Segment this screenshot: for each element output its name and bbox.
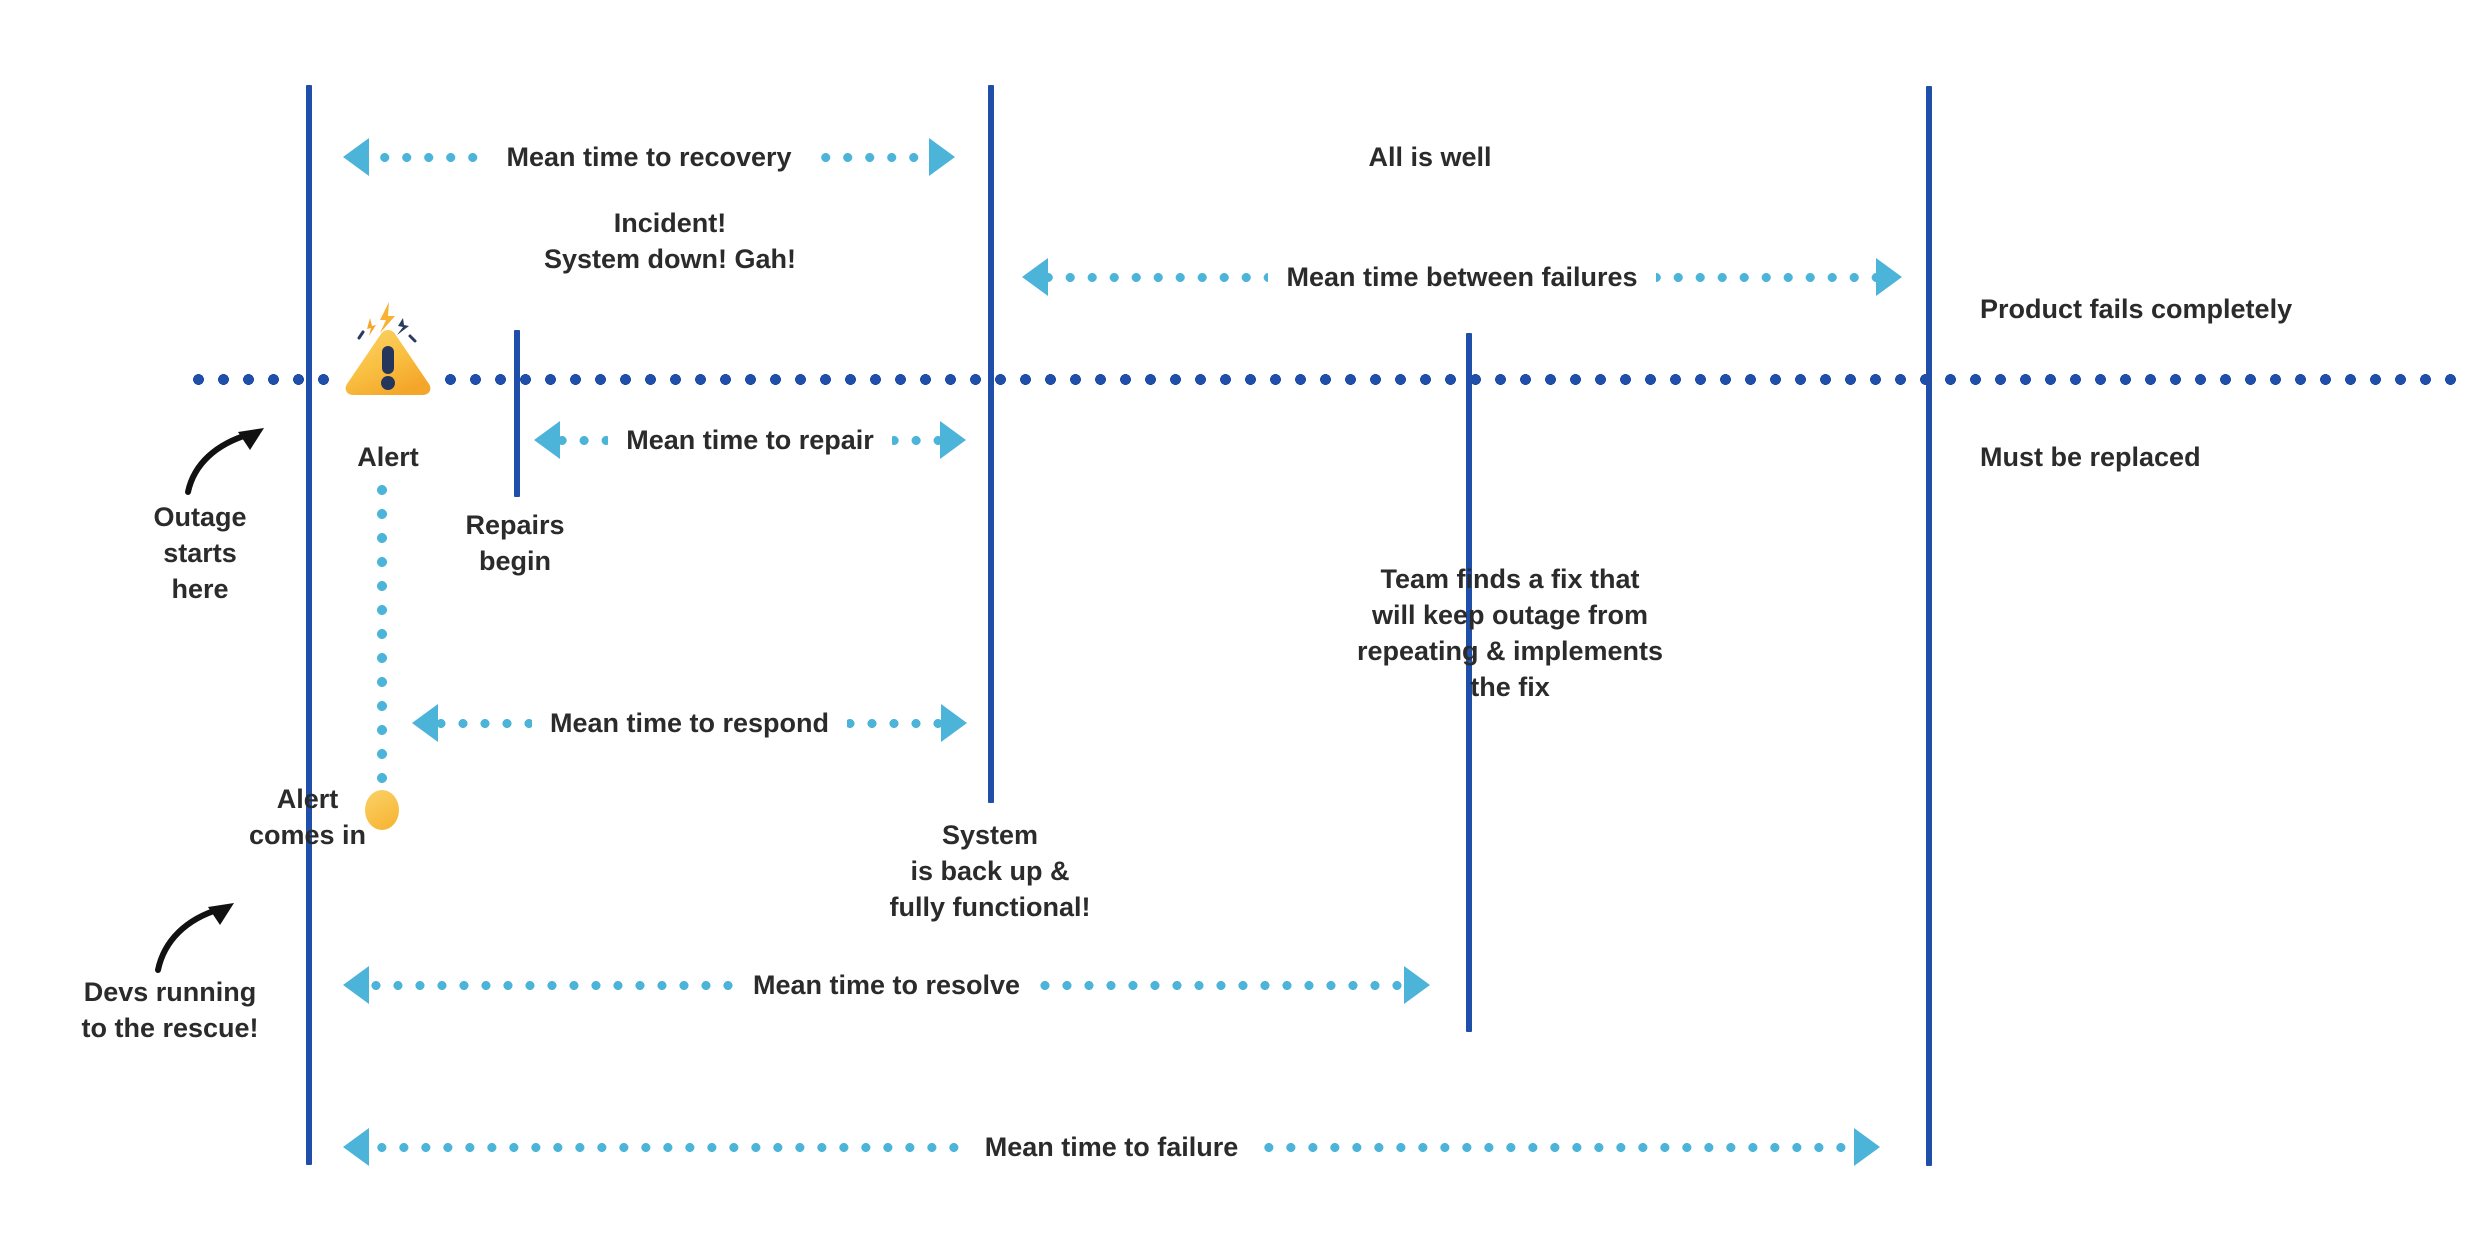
dotted-segment (1048, 272, 1269, 282)
measure-mean-time-to-respond: Mean time to respond (412, 700, 967, 746)
alert-connector-dotted-line (377, 478, 387, 798)
alert-comes-in-label: Alert comes in (248, 784, 367, 850)
note-product-fails-completely: Product fails completely (1980, 294, 2293, 324)
dotted-segment (847, 718, 941, 728)
dotted-segment (1655, 272, 1877, 282)
measure-label: Mean time to failure (984, 1131, 1239, 1162)
milestone-line-fix-implemented (1466, 333, 1472, 1032)
arrow-right-icon (1854, 1128, 1881, 1166)
arrow-right-icon (1404, 966, 1430, 1004)
note-outage-starts-here: Outage starts here (153, 502, 247, 604)
dotted-segment (1256, 1142, 1855, 1152)
alert-label: Alert (357, 442, 419, 472)
measure-mean-time-to-recovery: Mean time to recovery (343, 134, 956, 180)
dotted-segment (369, 980, 735, 990)
dotted-segment (891, 435, 940, 445)
dotted-segment (438, 718, 532, 728)
arrow-left-icon (534, 421, 560, 459)
measure-label: Mean time to respond (549, 707, 830, 738)
dotted-segment (369, 1142, 967, 1152)
measure-label: Mean time to resolve (752, 969, 1021, 1000)
arrow-left-icon (343, 138, 369, 176)
milestone-line-outage-start (306, 85, 312, 1165)
measure-mean-time-to-resolve: Mean time to resolve (343, 962, 1430, 1008)
measure-mean-time-to-failure: Mean time to failure (343, 1124, 1881, 1170)
dotted-segment (1038, 980, 1404, 990)
alert-dot-marker (365, 790, 399, 830)
devs-pointer-curved-arrow-icon (150, 885, 260, 985)
arrow-left-icon (343, 1128, 369, 1166)
arrow-left-icon (1022, 258, 1048, 296)
note-team-finds-fix: Team finds a fix that will keep outage f… (1356, 564, 1664, 702)
measure-label: Mean time between failures (1286, 261, 1638, 292)
note-incident: Incident! System down! Gah! (543, 208, 797, 274)
dotted-segment (809, 152, 930, 162)
arrow-right-icon (929, 138, 956, 176)
arrow-right-icon (941, 704, 967, 742)
arrow-right-icon (1876, 258, 1903, 296)
note-system-back-up: System is back up & fully functional! (889, 820, 1091, 922)
alert-warning-icon (340, 300, 436, 396)
arrow-left-icon (343, 966, 369, 1004)
outage-pointer-curved-arrow-icon (180, 412, 290, 507)
arrow-left-icon (412, 704, 438, 742)
measure-mean-time-between-failures: Mean time between failures (1022, 254, 1903, 300)
note-repairs-begin: Repairs begin (465, 510, 565, 576)
measure-label: Mean time to repair (626, 424, 874, 455)
milestone-line-repairs-begin (514, 330, 520, 497)
measure-mean-time-to-repair: Mean time to repair (534, 417, 966, 463)
dotted-segment (560, 435, 609, 445)
measure-label: Mean time to recovery (506, 141, 792, 172)
note-must-be-replaced: Must be replaced (1980, 442, 2201, 472)
note-devs-running: Devs running to the rescue! (81, 977, 259, 1043)
timeline-baseline-main (438, 374, 2464, 385)
dotted-segment (369, 152, 489, 162)
timeline-baseline-left (186, 374, 330, 385)
note-all-is-well: All is well (1368, 142, 1492, 172)
milestone-line-system-back-up (988, 85, 994, 803)
milestone-line-product-fails (1926, 86, 1932, 1166)
arrow-right-icon (940, 421, 966, 459)
